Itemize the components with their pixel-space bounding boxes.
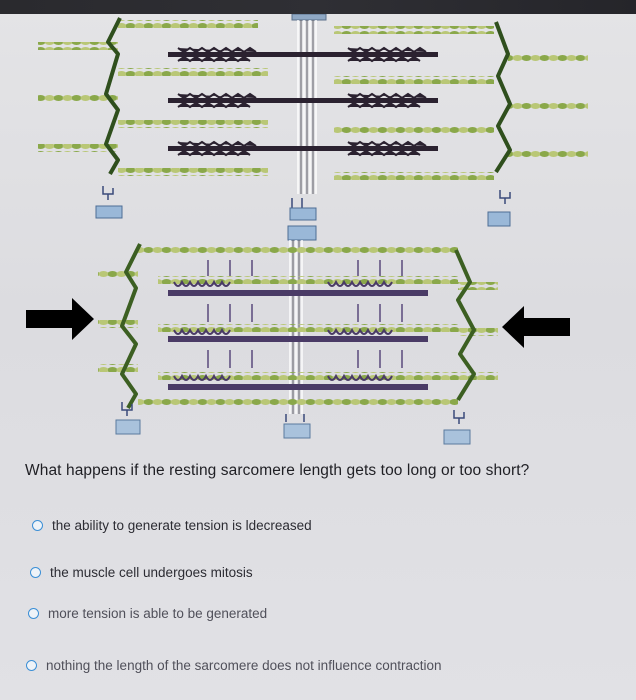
radio-button-icon[interactable] <box>32 520 43 531</box>
right-arrow-icon <box>502 306 570 348</box>
answer-option-1[interactable]: the ability to generate tension is ldecr… <box>32 518 312 533</box>
answer-option-3[interactable]: more tension is able to be generated <box>28 606 267 621</box>
radio-button-icon[interactable] <box>26 660 37 671</box>
answer-option-2[interactable]: the muscle cell undergoes mitosis <box>30 565 253 580</box>
radio-button-icon[interactable] <box>28 608 39 619</box>
left-arrow-icon <box>26 298 94 340</box>
z-discs-contracted <box>120 243 476 409</box>
radio-button-icon[interactable] <box>30 567 41 578</box>
thin-filaments-contracted <box>98 246 498 406</box>
answer-option-label: nothing the length of the sarcomere does… <box>46 658 442 673</box>
thick-filaments-contracted <box>168 260 428 390</box>
thin-filaments-left <box>38 20 268 176</box>
thick-filaments <box>168 46 438 157</box>
answer-option-4[interactable]: nothing the length of the sarcomere does… <box>26 658 442 673</box>
relaxed-sarcomere <box>38 14 588 241</box>
contracted-sarcomere <box>26 240 570 445</box>
monitor-bezel <box>0 0 636 14</box>
z-discs <box>104 17 512 175</box>
answer-option-label: the muscle cell undergoes mitosis <box>50 565 253 580</box>
thin-filaments-right <box>334 26 588 180</box>
answer-option-label: more tension is able to be generated <box>48 606 268 621</box>
answer-option-label: the ability to generate tension is ldecr… <box>52 518 312 533</box>
sarcomere-diagram <box>26 14 588 445</box>
question-text: What happens if the resting sarcomere le… <box>25 462 530 479</box>
